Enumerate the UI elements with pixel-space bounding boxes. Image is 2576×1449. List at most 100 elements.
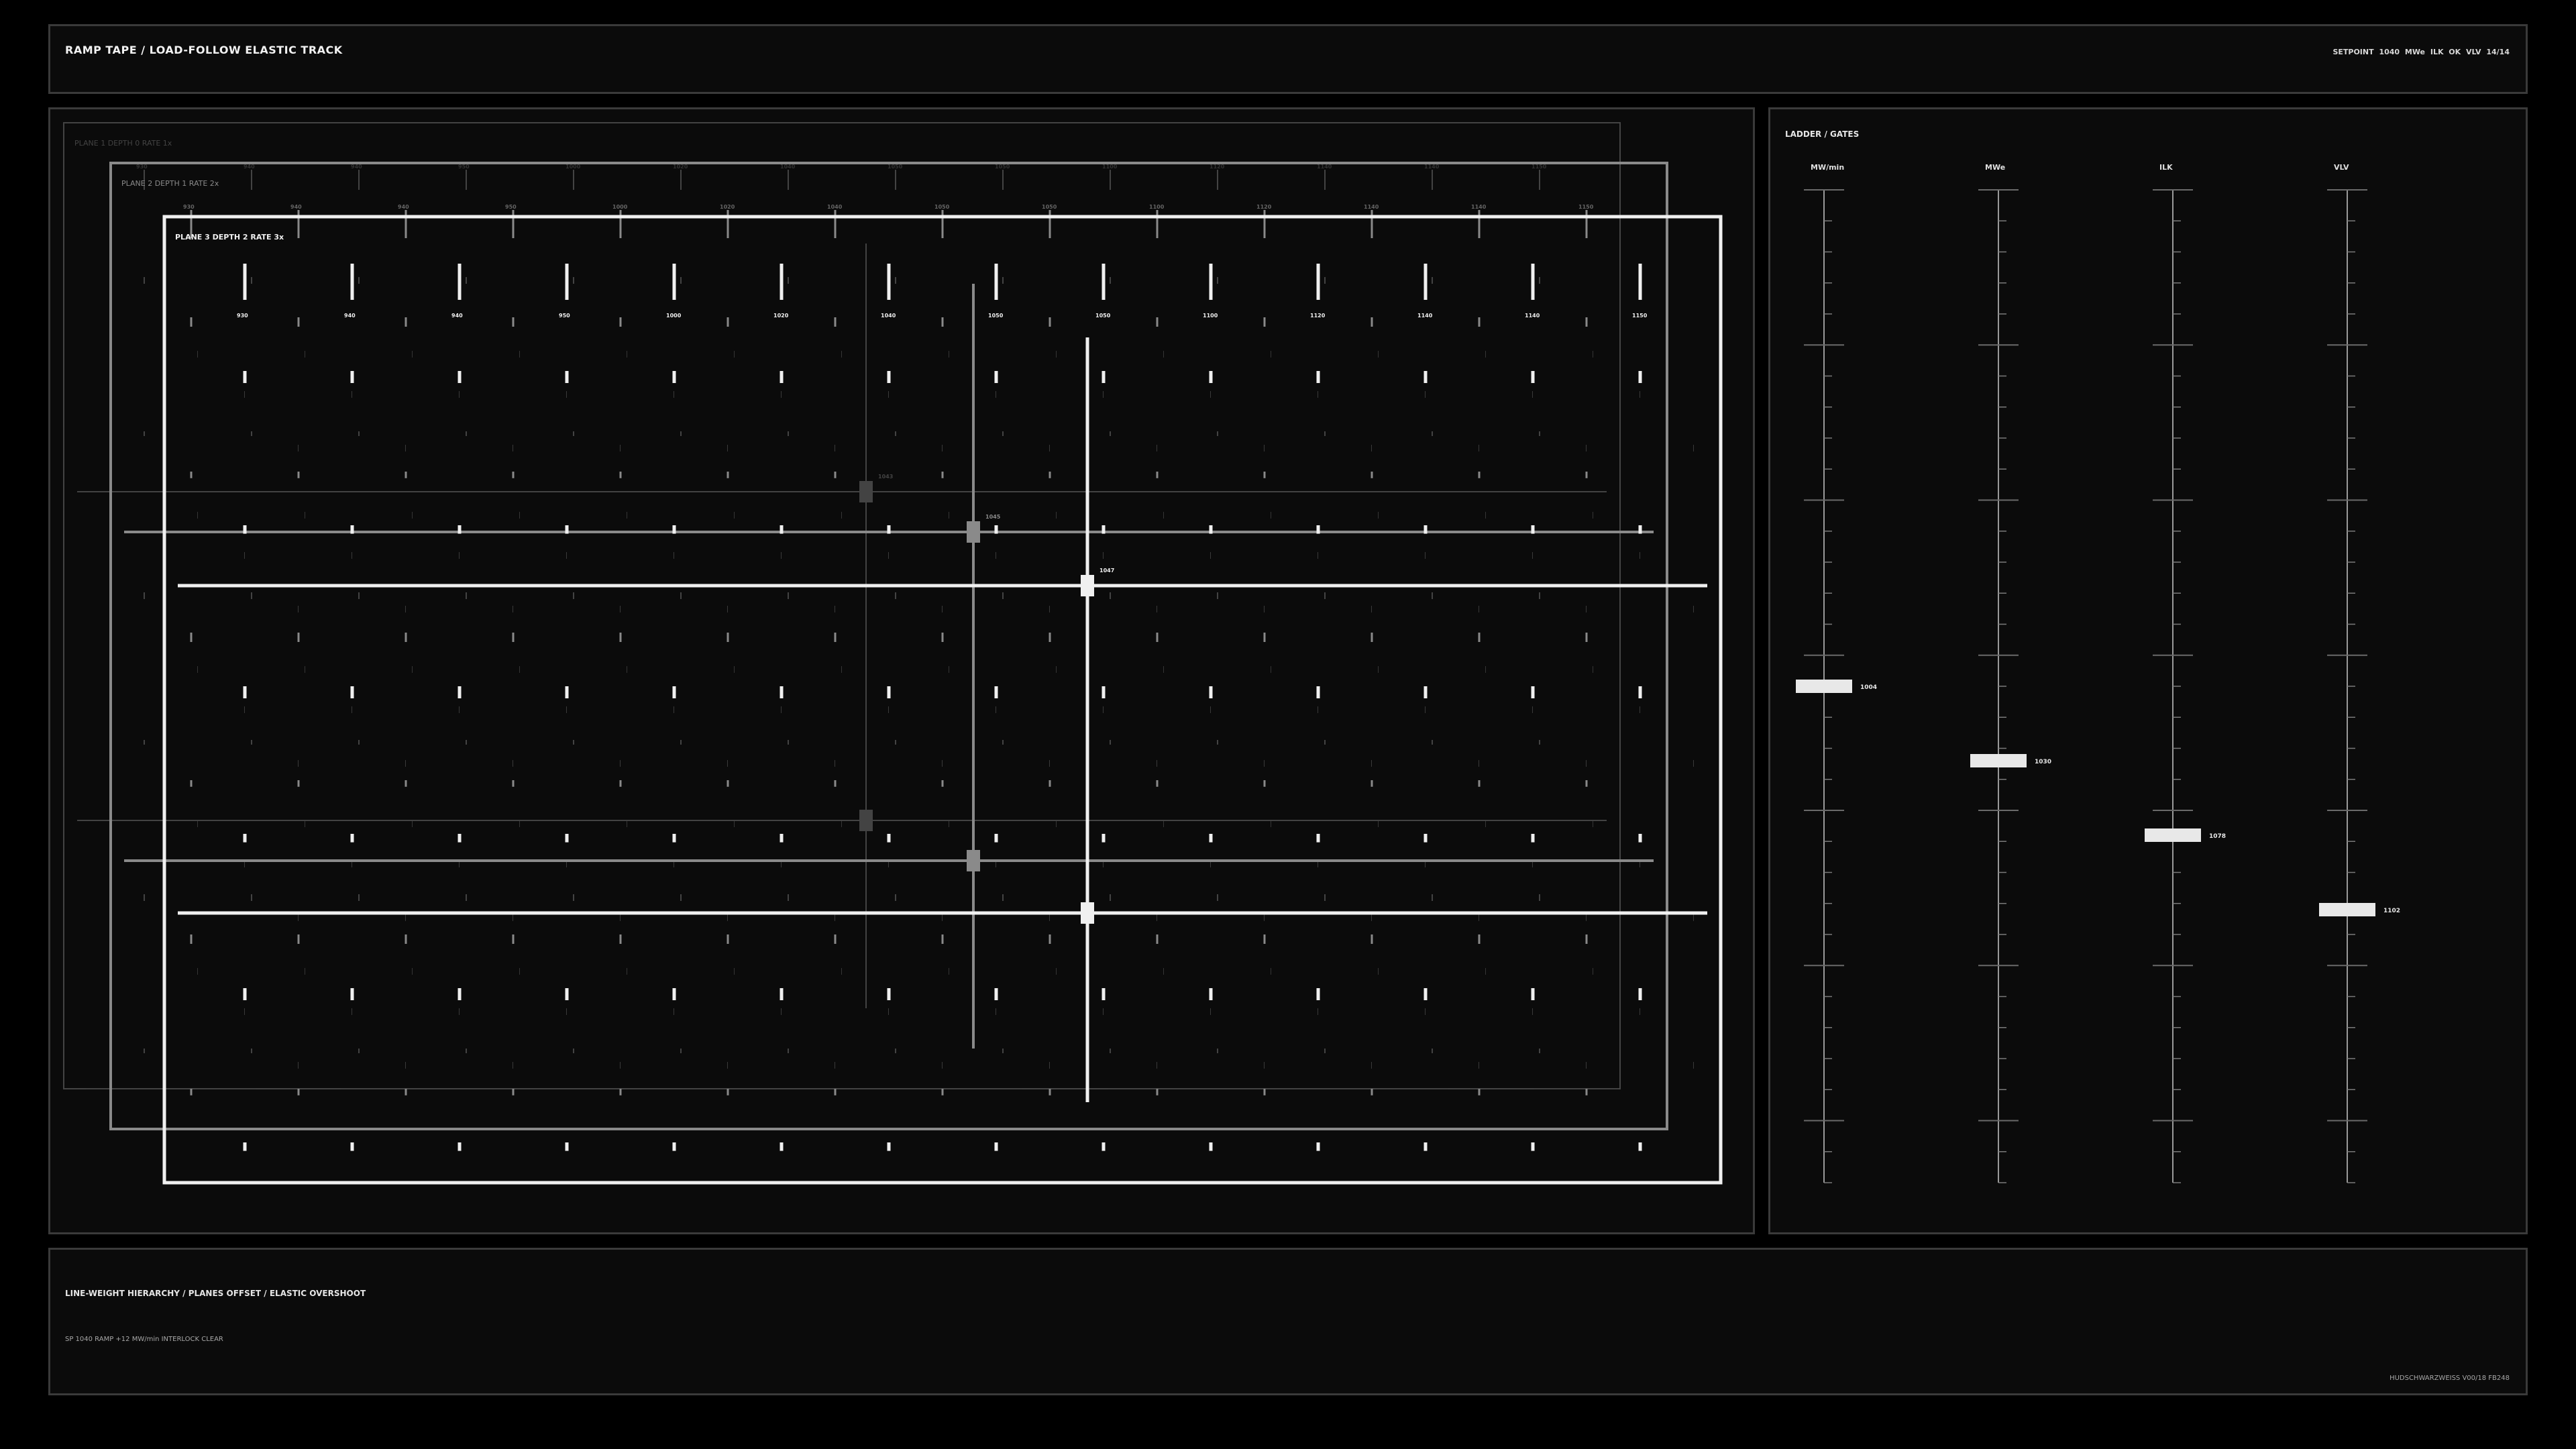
tape-minor-tick [1056,820,1057,827]
tape-tick [619,472,622,478]
tape-tick [680,740,682,745]
tape-tick [1324,431,1326,436]
plane-3-cursor-handle [1081,575,1094,596]
tape-minor-tick [566,706,567,713]
tape-tick [512,934,515,944]
ladder-title: LADDER / GATES [1785,129,1860,139]
tape-tick [834,210,837,238]
tape-tick [573,170,574,190]
tape-minor-tick [1378,820,1379,827]
tape-tick [1638,525,1642,534]
tape-tick [672,525,676,534]
tape-tick [1209,988,1213,1000]
tape-tick [573,592,574,599]
tape-tick-label: 1000 [566,164,581,170]
tape-tick [1110,592,1111,599]
tape-tick [1156,934,1159,944]
tape-minor-tick [734,351,735,358]
tape-tick [1263,317,1266,327]
tape-tick [994,834,998,843]
tape-minor-tick [1371,760,1372,767]
ladder-column-label: MW/min [1811,163,1844,172]
tape-minor-tick [727,760,728,767]
tape-tick [1002,277,1004,284]
tape-tick [680,170,682,190]
tape-minor-tick [1163,968,1164,975]
tape-minor-tick [1056,968,1057,975]
tape-tick [466,592,467,599]
tape-tick [297,780,300,787]
tape-tick-label: 1040 [780,164,796,170]
tape-tick [1371,633,1373,642]
tape-minor-tick [244,552,245,559]
tape-tick [887,1142,891,1151]
tape-tick-label: 940 [398,204,409,210]
tape-tick [1324,1049,1326,1053]
tape-minor-tick [781,552,782,559]
tape-tick [941,780,944,787]
tape-tick [941,210,944,238]
tape-tick [1209,686,1213,698]
tape-tick [466,894,467,901]
tape-tick [1002,1049,1004,1053]
tape-minor-tick [942,445,943,451]
tape-tick [1432,740,1433,745]
tape-tick [1217,431,1218,436]
tape-tick-label: 1140 [1417,313,1433,319]
tape-tick [727,472,729,478]
tape-tick [573,1049,574,1053]
ladder-marker [1970,754,2027,767]
tape-tick [1049,780,1051,787]
tape-tick-label: 1140 [1525,313,1540,319]
tape-tick-label: 950 [559,313,570,319]
tape-tick-label: 940 [290,204,302,210]
tape-minor-tick [1049,914,1050,921]
tape-tick [1324,894,1326,901]
plane-1-cursor-handle [859,810,873,831]
tape-minor-tick [459,706,460,713]
tape-tick [1316,988,1320,1000]
tape-minor-tick [1210,861,1211,867]
tape-tick [780,834,784,843]
tape-minor-tick [888,1008,889,1015]
tape-tick [297,934,300,944]
tape-tick [1478,472,1481,478]
tape-tick [297,317,300,327]
tape-tick [887,371,891,383]
tape-tick [1638,264,1642,300]
tape-minor-tick [781,1008,782,1015]
tape-tick [1424,988,1428,1000]
tape-tick [190,780,193,787]
tape-tick [350,834,354,843]
tape-tick [243,525,247,534]
plane-1-cursor-value: 1043 [878,474,893,480]
plane-1-label: PLANE 1 DEPTH 0 RATE 1x [74,139,172,148]
tape-minor-tick [298,1062,299,1069]
tape-minor-tick [405,445,406,451]
tape-tick [895,431,896,436]
tape-tick [941,1089,944,1095]
tape-tick [619,317,622,327]
tape-tick [144,1049,145,1053]
tape-minor-tick [412,968,413,975]
tape-tick [458,264,462,300]
tape-tick-label: 1050 [1042,204,1057,210]
tape-minor-tick [1532,706,1533,713]
tape-minor-tick [1693,1062,1694,1069]
tape-minor-tick [566,1008,567,1015]
tape-tick [680,431,682,436]
tape-tick [994,525,998,534]
tape-tick [941,317,944,327]
tape-tick [1156,780,1159,787]
tape-minor-tick [1586,606,1587,612]
tape-tick [680,592,682,599]
tape-minor-tick [727,445,728,451]
tape-tick [1102,988,1106,1000]
tape-tick [243,264,247,300]
tape-minor-tick [1425,706,1426,713]
tape-tick [458,1142,462,1151]
tape-minor-tick [1210,391,1211,398]
tape-tick [834,317,837,327]
